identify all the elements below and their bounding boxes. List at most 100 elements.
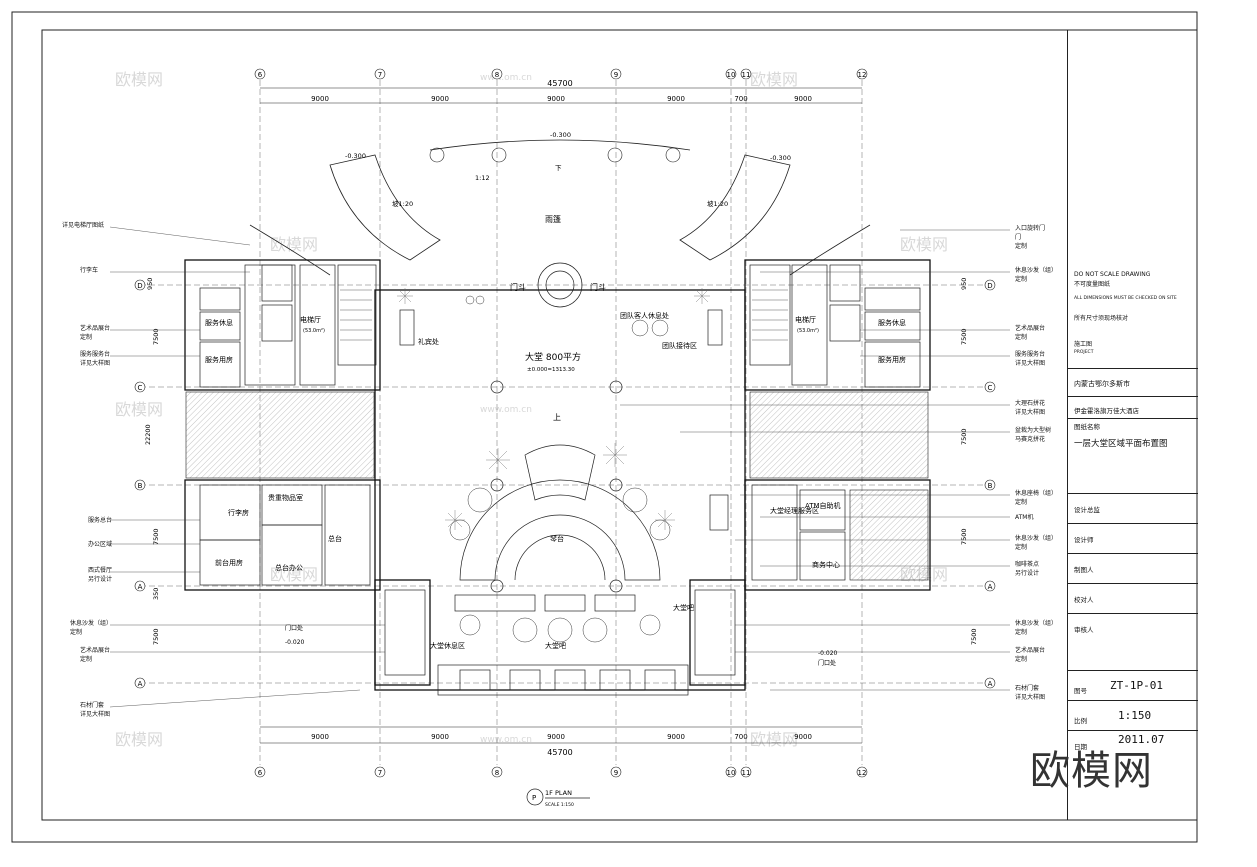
axis-bubble: D bbox=[134, 279, 146, 291]
room-label-gift: 礼宾处 bbox=[418, 337, 439, 346]
svg-text:7: 7 bbox=[378, 769, 382, 777]
tb-checker-row: 校对人 bbox=[1068, 583, 1198, 614]
room-labels: 大堂 800平方 ±0.000=1313.30 门斗 门斗 团队客人休息处 团队… bbox=[205, 282, 906, 667]
svg-text:6: 6 bbox=[258, 71, 263, 79]
tb-checker: 校对人 bbox=[1074, 596, 1094, 604]
room-label-valuables: 贵重物品室 bbox=[268, 493, 303, 502]
room-label-piano: 琴台 bbox=[550, 534, 564, 543]
grid-column-bubbles: 6 7 8 9 10 11 12 6 7 8 9 10 11 12 bbox=[254, 68, 868, 778]
tb-note: 所有尺寸须现场核对 bbox=[1074, 315, 1129, 322]
axis-bubble: A bbox=[134, 580, 146, 592]
callout: 艺术品展台 定制 bbox=[1015, 325, 1046, 341]
room-label-office2: 前台用房 bbox=[215, 558, 243, 567]
room-label-lobby: 大堂 800平方 bbox=[525, 351, 581, 363]
bay-dim: 700 bbox=[734, 95, 747, 103]
callout: 石材门套 详见大样图 bbox=[1015, 685, 1046, 701]
grid-rows bbox=[140, 284, 990, 684]
svg-text:12: 12 bbox=[858, 769, 867, 777]
watermark: 欧模网 bbox=[750, 70, 798, 89]
corridor-hatch-left bbox=[185, 391, 375, 479]
room-label-service-room-l: 服务用房 bbox=[205, 355, 233, 364]
svg-text:9: 9 bbox=[614, 769, 618, 777]
axis-bubble: B bbox=[134, 479, 146, 491]
left-wing-rooms bbox=[199, 264, 377, 586]
callout: 休息座椅（组） 定制 bbox=[1015, 490, 1058, 506]
axis-bubble: 9 bbox=[610, 766, 622, 778]
lobby-features bbox=[384, 262, 736, 696]
svg-text:A: A bbox=[988, 680, 993, 688]
svg-text:B: B bbox=[138, 482, 143, 490]
watermark: 欧模网 bbox=[115, 730, 163, 749]
tb-date-row: 日期 2011.07 bbox=[1068, 730, 1198, 761]
svg-text:9: 9 bbox=[614, 71, 618, 79]
axis-bubble: D bbox=[984, 279, 996, 291]
bay-dim: 9000 bbox=[794, 95, 812, 103]
svg-text:-0.300: -0.300 bbox=[345, 152, 366, 160]
canopy bbox=[249, 139, 871, 276]
room-label-concierge: 大堂经理服务区 bbox=[770, 506, 819, 515]
corridor-hatch-right bbox=[749, 391, 929, 479]
svg-text:坡1:20: 坡1:20 bbox=[392, 199, 413, 208]
svg-text:7500: 7500 bbox=[152, 328, 160, 345]
room-label-service-rest-r: 服务休息 bbox=[878, 318, 906, 327]
svg-text:950: 950 bbox=[960, 278, 968, 290]
bay-dim: 9000 bbox=[311, 95, 329, 103]
axis-bubble: 8 bbox=[491, 766, 503, 778]
svg-text:D: D bbox=[987, 282, 992, 290]
axis-bubble: 8 bbox=[491, 68, 503, 80]
callout: 休息沙发（组） 定制 bbox=[1015, 267, 1058, 283]
room-label-vestibule-l: 门斗 bbox=[510, 282, 526, 292]
svg-text:8: 8 bbox=[495, 769, 499, 777]
svg-text:7500: 7500 bbox=[152, 528, 160, 545]
tb-drawing-name: 一层大堂区域平面布置图 bbox=[1074, 439, 1168, 449]
watermark-url: www.om.cn bbox=[480, 735, 532, 745]
axis-bubble: 7 bbox=[374, 766, 386, 778]
canopy-labels: -0.300 -0.300 -0.300 坡1:20 坡1:20 1:12 下 … bbox=[345, 131, 791, 224]
callout: 行李车 bbox=[80, 267, 99, 274]
room-label-service-room-r: 服务用房 bbox=[878, 355, 906, 364]
elev-l-area: (53.0m²) bbox=[303, 328, 325, 334]
door-mark: 门口处 bbox=[285, 624, 303, 632]
right-wing-rooms bbox=[749, 264, 921, 581]
axis-bubble: 9 bbox=[610, 68, 622, 80]
bay-dims-top: 9000 9000 9000 9000 700 9000 bbox=[311, 95, 812, 103]
callout: 服务服务台 详见大样图 bbox=[80, 351, 111, 367]
axis-bubble: 11 bbox=[740, 68, 752, 80]
svg-text:D: D bbox=[137, 282, 142, 290]
svg-text:6: 6 bbox=[258, 769, 263, 777]
watermark: 欧模网 bbox=[900, 235, 948, 254]
watermark: 欧模网 bbox=[750, 730, 798, 749]
tb-design-lead: 设计总监 bbox=[1074, 506, 1100, 514]
bay-dim: 9000 bbox=[431, 733, 449, 741]
plan-scale: SCALE 1:150 bbox=[545, 802, 574, 808]
svg-text:10: 10 bbox=[727, 769, 736, 777]
level-mark: -0.020 bbox=[818, 650, 838, 657]
watermark-url: www.om.cn bbox=[480, 405, 532, 415]
tb-designer-row: 设计师 bbox=[1068, 523, 1198, 554]
bay-dim: 9000 bbox=[431, 95, 449, 103]
tb-note: DO NOT SCALE DRAWING bbox=[1074, 271, 1151, 278]
callout: 盆栽为大型树 马赛克拼花 bbox=[1015, 427, 1052, 443]
svg-text:-0.300: -0.300 bbox=[550, 131, 571, 139]
title-block: DO NOT SCALE DRAWING 不可度量图纸 ALL DIMENSIO… bbox=[1067, 30, 1198, 820]
svg-text:22200: 22200 bbox=[144, 424, 152, 445]
overall-dim-top: 45700 bbox=[547, 79, 572, 88]
svg-text:下: 下 bbox=[555, 164, 562, 172]
room-label-service-rest-l: 服务休息 bbox=[205, 318, 233, 327]
tb-note: 施工图 bbox=[1074, 341, 1093, 348]
tb-project: 伊金霍洛旗万佳大酒店 bbox=[1074, 407, 1139, 415]
lobby-furniture bbox=[449, 295, 671, 643]
tb-drawing-name-row: 图纸名称 一层大堂区域平面布置图 bbox=[1068, 418, 1198, 464]
hatch-right-lower bbox=[849, 489, 929, 581]
callout: 服务总台 bbox=[88, 517, 113, 524]
room-label-elev-l: 电梯厅 bbox=[300, 315, 321, 324]
callout: 艺术品展台 定制 bbox=[1015, 647, 1046, 663]
callout: 休息沙发（组） 定制 bbox=[1015, 535, 1058, 551]
svg-text:11: 11 bbox=[742, 71, 751, 79]
tb-drafter-row: 制图人 bbox=[1068, 553, 1198, 584]
axis-bubble: A bbox=[134, 677, 146, 689]
svg-text:7500: 7500 bbox=[970, 628, 978, 645]
tb-drafter: 制图人 bbox=[1074, 566, 1094, 574]
